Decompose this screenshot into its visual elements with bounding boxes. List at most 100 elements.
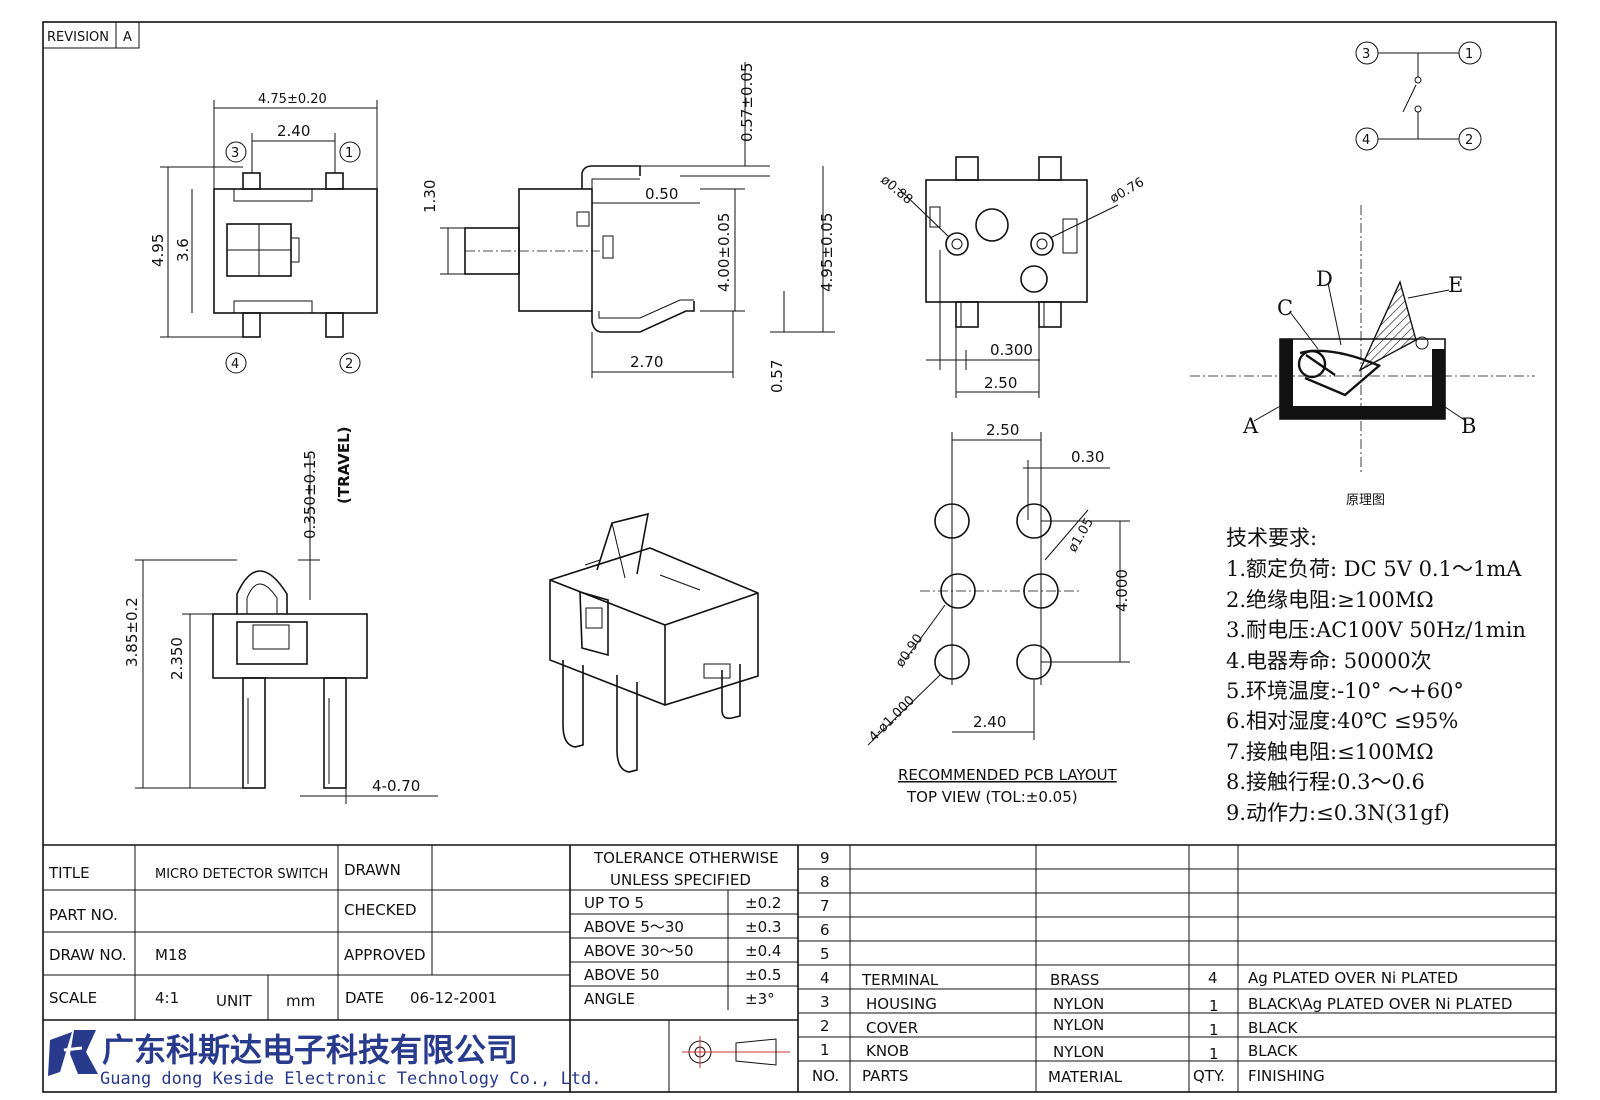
- drawing-border: [42, 21, 1557, 1093]
- principle-label-b: B: [1461, 414, 1476, 438]
- bom-material-1: NYLON: [1053, 1043, 1104, 1061]
- principle-label-e: E: [1448, 273, 1463, 297]
- bom-header-no: NO.: [812, 1067, 839, 1085]
- dim-terminal-thickness: 0.50: [645, 185, 678, 203]
- bom-finishing-3: BLACK\Ag PLATED OVER Ni PLATED: [1248, 995, 1512, 1013]
- isometric-view: [549, 512, 759, 773]
- pcb-dim-height: 4.000: [1113, 569, 1131, 612]
- bom-material-2: NYLON: [1053, 1016, 1104, 1034]
- dim-hole-large: ø0.88: [877, 173, 915, 208]
- bom-no-6: 6: [820, 921, 830, 939]
- spec-item-7: 7.接触电阻:≤100MΩ: [1226, 740, 1434, 764]
- spec-item-1: 1.额定负荷: DC 5V 0.1～1mA: [1226, 557, 1522, 581]
- bom-qty-2: 1: [1209, 1021, 1219, 1039]
- principle-label-d: D: [1316, 267, 1333, 291]
- side-view: 0.57±0.05 1.30 0.50 4.00±0.05 4.95±0.05 …: [421, 62, 836, 393]
- spec-item-9: 9.动作力:≤0.3N(31gf): [1226, 801, 1450, 825]
- bom-no-8: 8: [820, 873, 830, 891]
- title-label: TITLE: [48, 864, 90, 882]
- bom-material-4: BRASS: [1050, 971, 1099, 989]
- travel-label: (TRAVEL): [335, 427, 353, 505]
- unit-label: UNIT: [216, 992, 253, 1010]
- bom-part-2: COVER: [866, 1019, 918, 1037]
- schematic-pin-1: 1: [1465, 47, 1473, 62]
- tolerance-value-2: ±0.3: [745, 918, 781, 936]
- pcb-pads: [934, 503, 1059, 680]
- dim-body-height: 3.6: [174, 238, 192, 262]
- date-label: DATE: [345, 989, 384, 1007]
- bom-header-parts: PARTS: [862, 1067, 908, 1085]
- bom-no-7: 7: [820, 897, 830, 915]
- bom-qty-4: 4: [1208, 969, 1218, 987]
- principle-label-a: A: [1242, 414, 1259, 438]
- pcb-dim-hole-count: 4-ø1.000: [866, 693, 918, 745]
- company-logo: [48, 1030, 98, 1076]
- bom-material-3: NYLON: [1053, 995, 1104, 1013]
- scale-value: 4:1: [155, 989, 179, 1007]
- part-no-label: PART NO.: [49, 906, 118, 924]
- bom-no-2: 2: [820, 1017, 830, 1035]
- specs-heading: 技术要求:: [1226, 526, 1317, 550]
- bom-finishing-4: Ag PLATED OVER Ni PLATED: [1248, 969, 1458, 987]
- top-view: 4.75±0.20 2.40 4.95 3.6 3 1 4 2: [149, 92, 378, 374]
- pcb-dim-pitch-bottom: 2.40: [973, 713, 1006, 731]
- switch-schematic: 3 1 4 2: [1355, 41, 1482, 151]
- bom-header-finishing: FINISHING: [1248, 1067, 1325, 1085]
- revision-label: REVISION: [47, 30, 109, 45]
- draw-no-label: DRAW NO.: [49, 946, 127, 964]
- bom-no-1: 1: [820, 1041, 830, 1059]
- title-block: TITLE MICRO DETECTOR SWITCH PART NO. DRA…: [43, 844, 1556, 1092]
- approved-label: APPROVED: [344, 946, 426, 964]
- dim-top-length: 4.95: [149, 234, 167, 267]
- bom-part-4: TERMINAL: [861, 971, 939, 989]
- tolerance-value-5: ±3°: [745, 990, 775, 1008]
- dim-overall-height: 4.95±0.05: [818, 213, 836, 292]
- bom-no-5: 5: [820, 945, 830, 963]
- unit-value: mm: [286, 992, 315, 1010]
- pcb-subtitle: TOP VIEW (TOL:±0.05): [906, 788, 1078, 806]
- dim-front-total: 3.85±0.2: [123, 597, 141, 667]
- principle-caption: 原理图: [1346, 493, 1385, 508]
- bom-part-3: HOUSING: [866, 995, 937, 1013]
- revision-box: REVISION A: [42, 21, 140, 49]
- bom-finishing-1: BLACK: [1248, 1042, 1298, 1060]
- dim-side-depth: 2.70: [630, 353, 663, 371]
- dim-knob-height: 1.30: [421, 180, 439, 213]
- spec-item-2: 2.绝缘电阻:≥100MΩ: [1226, 588, 1434, 612]
- dim-bottom-terminal: 0.57: [768, 360, 786, 393]
- schematic-pin-2: 2: [1465, 133, 1473, 148]
- bom-no-9: 9: [820, 849, 830, 867]
- tolerance-range-4: ABOVE 50: [584, 966, 659, 984]
- tolerance-value-3: ±0.4: [745, 942, 781, 960]
- dim-pin-width: 4-0.70: [372, 777, 420, 795]
- dim-terminal-width: 0.300: [990, 341, 1033, 359]
- top-pin-2: 2: [345, 357, 353, 372]
- company-name-cn: 广东科斯达电子科技有限公司: [102, 1031, 518, 1069]
- top-pin-3: 3: [231, 146, 239, 161]
- draw-no-value: M18: [155, 946, 187, 964]
- tolerance-range-5: ANGLE: [584, 990, 635, 1008]
- schematic-pin-3: 3: [1362, 47, 1370, 62]
- dim-actuator-top: 0.57±0.05: [738, 63, 756, 142]
- principle-label-c: C: [1277, 296, 1293, 320]
- bom-no-3: 3: [820, 993, 830, 1011]
- bottom-view: 0.300 2.50 ø0.88 ø0.76: [877, 156, 1147, 398]
- spec-item-4: 4.电器寿命: 50000次: [1226, 649, 1432, 673]
- principle-diagram: A B C D E 原理图: [1190, 205, 1535, 508]
- tolerance-value-4: ±0.5: [745, 966, 781, 984]
- schematic-pin-4: 4: [1362, 133, 1370, 148]
- bom-qty-3: 1: [1209, 997, 1219, 1015]
- dim-travel: 0.350±0.15: [301, 450, 319, 539]
- tolerance-value-1: ±0.2: [745, 894, 781, 912]
- dim-pin-pitch: 2.40: [277, 122, 310, 140]
- tolerance-heading-2: UNLESS SPECIFIED: [610, 871, 751, 889]
- date-value: 06-12-2001: [410, 989, 497, 1007]
- bom-finishing-2: BLACK: [1248, 1019, 1298, 1037]
- dim-bottom-pitch: 2.50: [984, 374, 1017, 392]
- bom-header-material: MATERIAL: [1048, 1068, 1123, 1086]
- dim-top-width: 4.75±0.20: [258, 92, 327, 107]
- company-name-en: Guang dong Keside Electronic Technology …: [100, 1069, 602, 1089]
- front-view: 3.85±0.2 2.350 0.350±0.15 (TRAVEL) 4-0.7…: [123, 427, 438, 804]
- spec-item-5: 5.环境温度:-10° ～+60°: [1226, 679, 1464, 703]
